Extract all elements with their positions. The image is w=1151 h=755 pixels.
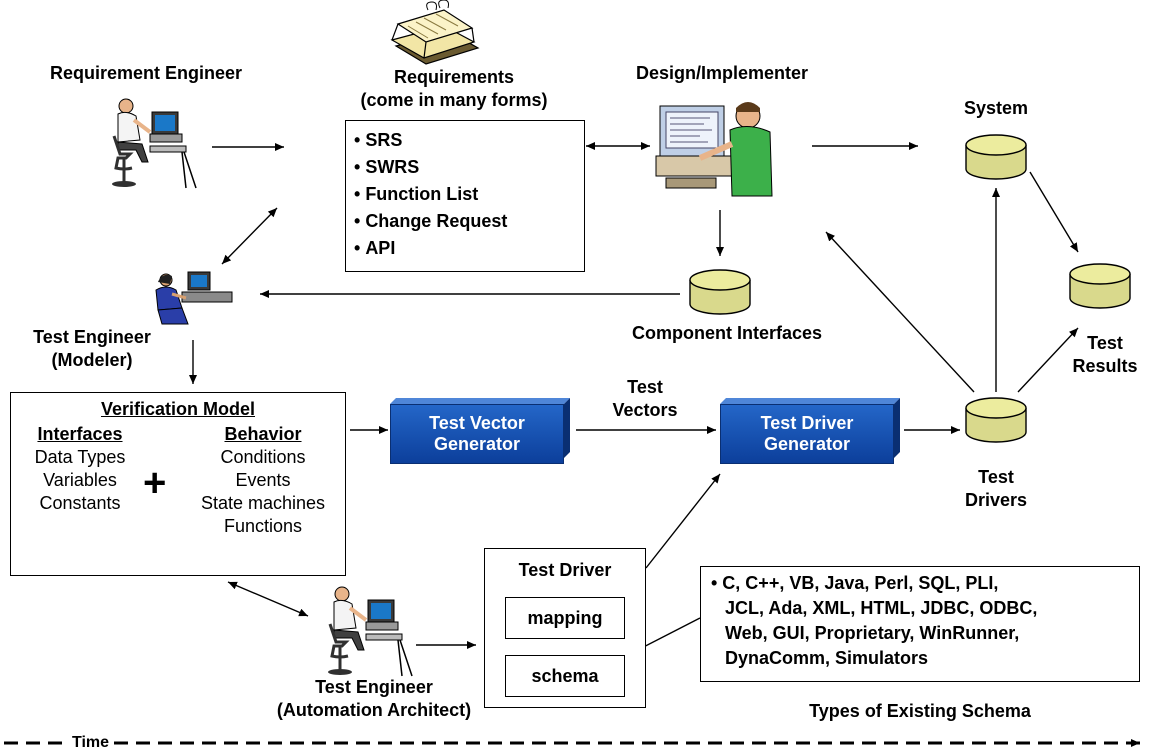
behavior-item: State machines [200,493,326,513]
test-driver-generator: Test Driver Generator [720,404,894,464]
schema-types-line: Web, GUI, Proprietary, WinRunner, [725,623,1020,643]
behavior-item: Conditions [220,447,306,467]
requirements-box: SRS SWRS Function List Change Request AP… [345,120,585,272]
test-driver-title: Test Driver [518,560,612,580]
interface-item: Data Types [34,447,126,467]
verification-model-box: Verification Model Interfaces Data Types… [10,392,346,576]
requirement-item: Function List [354,181,584,208]
architect-line2: (Automation Architect) [276,700,472,720]
test-results-label: Test Results [1060,332,1150,378]
modeler-line2: (Modeler) [51,350,133,370]
requirements-title-line2: (come in many forms) [360,90,548,110]
test-driver-generator-text: Test Driver Generator [760,413,854,454]
requirements-title: Requirements (come in many forms) [344,66,564,112]
schema-types-line: DynaComm, Simulators [725,648,929,668]
behavior-item: Functions [223,516,303,536]
schema-types-line: • C, C++, VB, Java, Perl, SQL, PLI, [711,573,999,593]
test-vector-generator: Test Vector Generator [390,404,564,464]
test-results-line2: Results [1072,356,1138,376]
test-drivers-label: Test Drivers [946,466,1046,512]
test-vectors-label: Test Vectors [590,376,700,422]
requirement-engineer-label: Requirement Engineer [49,63,243,83]
system-label: System [963,98,1029,118]
test-drivers-database-icon [965,397,1027,443]
person-computer-icon [112,98,197,189]
test-vectors-line2: Vectors [612,400,678,420]
interface-item: Variables [43,470,117,490]
arrow-system-to-test-results [1029,171,1079,253]
test-results-database-icon [1069,263,1131,309]
system-database-icon [965,134,1027,180]
test-drivers-line2: Drivers [964,490,1028,510]
arrow-test-drivers-to-test-results [1017,327,1079,393]
schema-types-caption: Types of Existing Schema [809,701,1031,721]
modeler-line1: Test Engineer [33,327,151,347]
behavior-column: Behavior Conditions Events State machine… [183,423,343,538]
behavior-heading: Behavior [224,424,302,444]
schema-types-box: • C, C++, VB, Java, Perl, SQL, PLI, JCL,… [700,566,1140,682]
requirement-item: SWRS [354,154,584,181]
arrow-test-drivers-to-designer [825,231,975,393]
book-icon [390,0,480,65]
interface-item: Constants [39,493,121,513]
test-drivers-line1: Test [978,467,1014,487]
test-vectors-line1: Test [627,377,663,397]
verification-model-title: Verification Model [100,399,256,419]
interfaces-heading: Interfaces [37,424,123,444]
test-engineer-architect-label: Test Engineer (Automation Architect) [258,676,490,722]
component-interfaces-label: Component Interfaces [631,323,823,343]
test-vector-generator-text: Test Vector Generator [429,413,525,454]
requirement-item: SRS [354,127,584,154]
behavior-item: Events [235,470,291,490]
requirement-item: API [354,235,584,262]
mapping-box: mapping [505,597,625,639]
test-driver-box: Test Driver mapping schema [484,548,646,708]
designer-label: Design/Implementer [635,63,809,83]
time-label: Time [68,733,114,753]
schema-box: schema [505,655,625,697]
arrow-model-architect [227,581,309,617]
arrow-test-driver-to-driver-gen [645,473,721,569]
requirements-list: SRS SWRS Function List Change Request AP… [346,121,584,262]
test-engineer-modeler-label: Test Engineer (Modeler) [12,326,172,372]
architect-computer-icon [328,586,413,677]
requirements-title-line1: Requirements [393,67,515,87]
interfaces-column: Interfaces Data Types Variables Constant… [17,423,143,515]
modeler-computer-icon [155,271,233,325]
test-results-line1: Test [1087,333,1123,353]
arrow-modeler-requirements [221,207,278,265]
architect-line1: Test Engineer [315,677,433,697]
designer-computer-icon [655,102,773,197]
requirement-item: Change Request [354,208,584,235]
schema-types-line: JCL, Ada, XML, HTML, JDBC, ODBC, [725,598,1038,618]
plus-sign: + [143,461,167,505]
component-interfaces-database-icon [689,269,751,315]
